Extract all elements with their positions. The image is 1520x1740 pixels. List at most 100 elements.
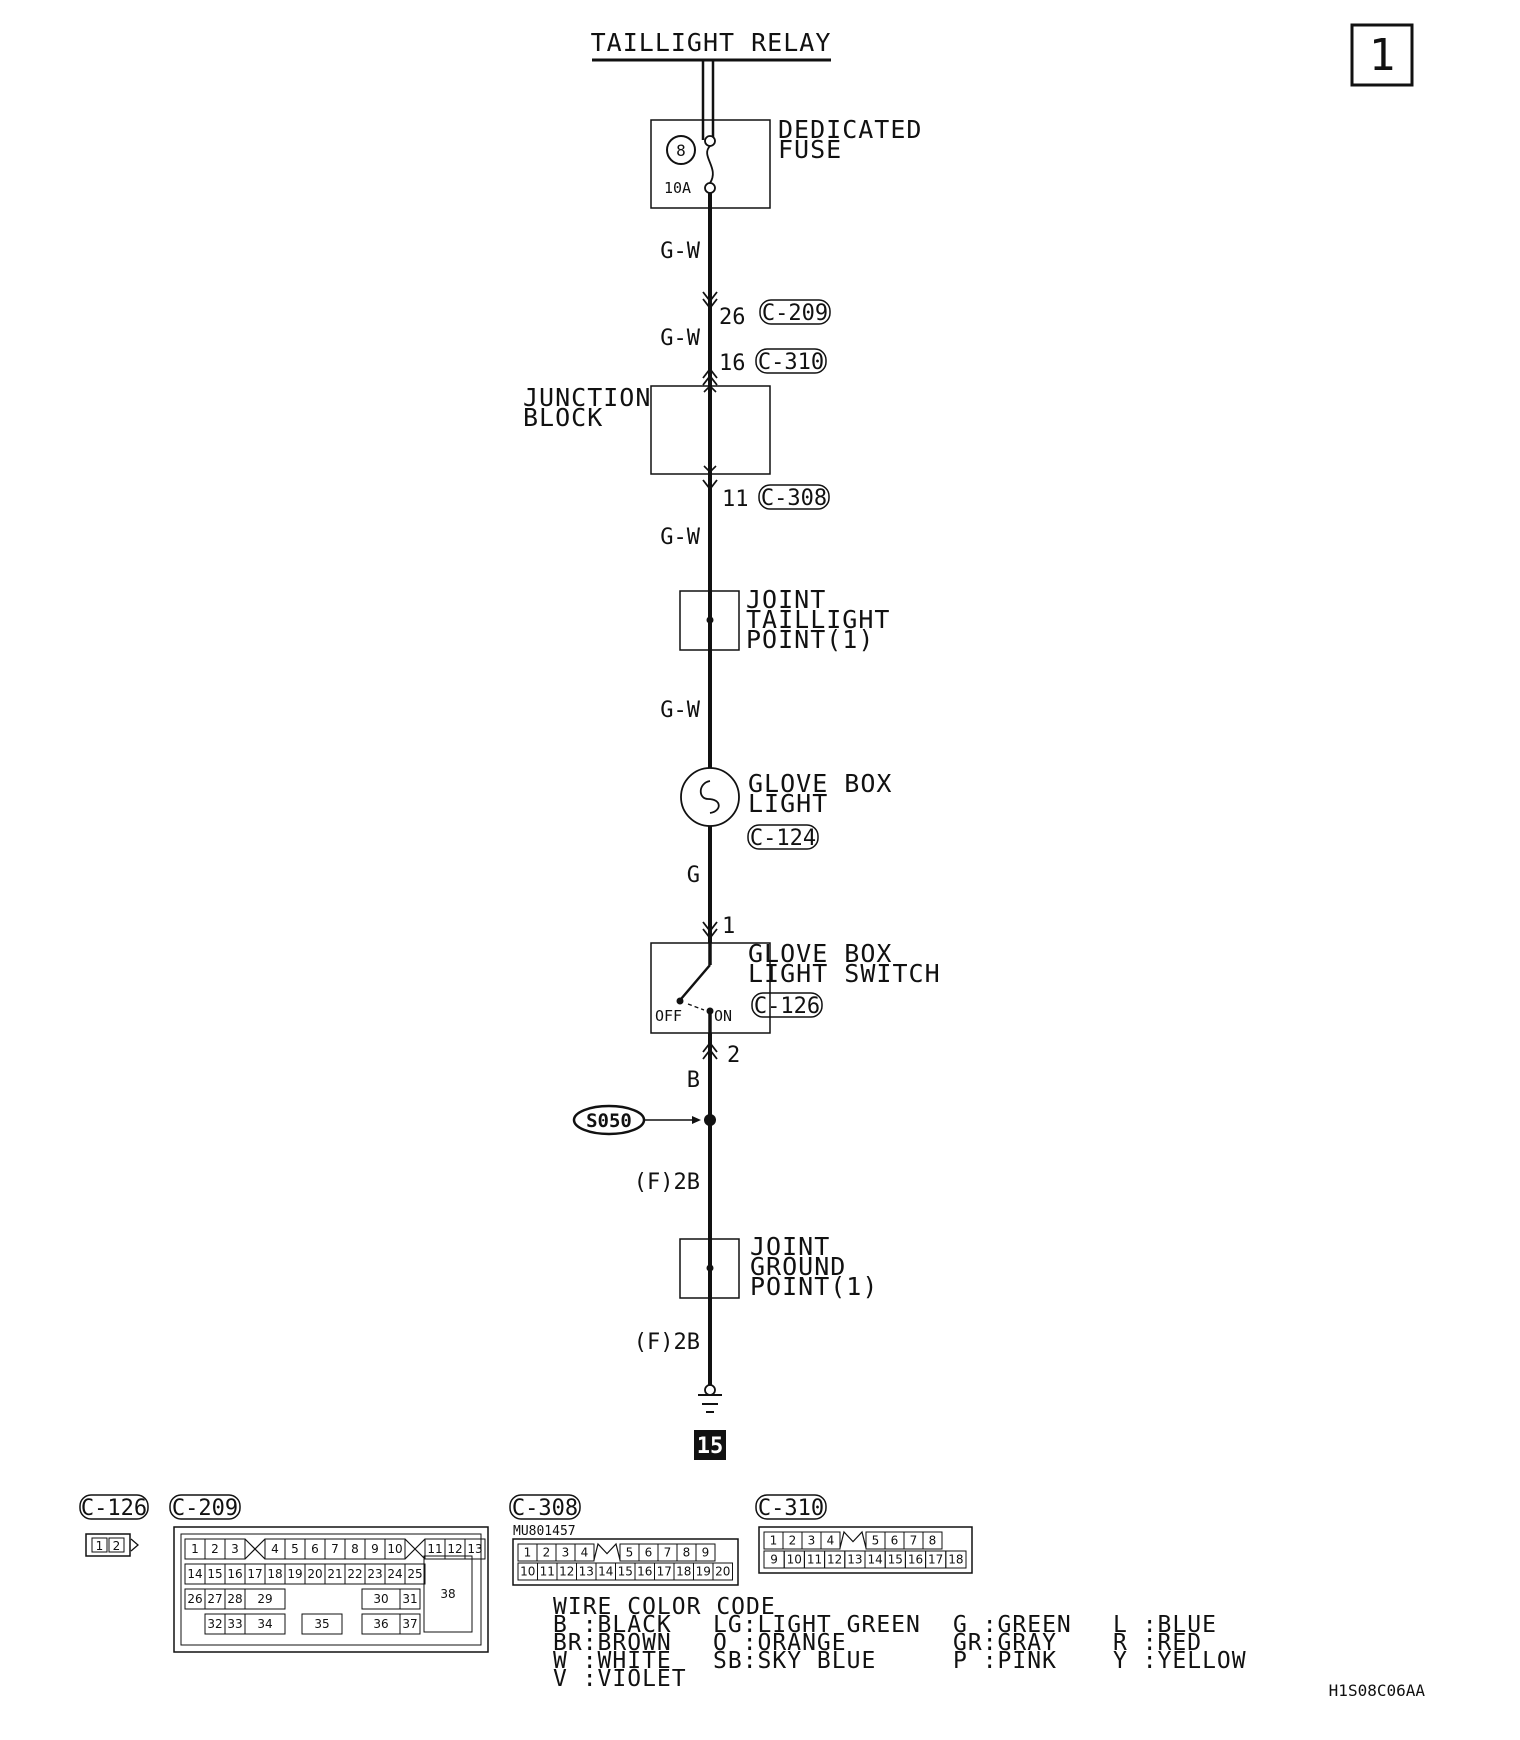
connector-cell-label: 3 bbox=[808, 1534, 816, 1548]
connector-key bbox=[593, 1542, 621, 1561]
color-code-entry: B :BLACK bbox=[553, 1612, 672, 1638]
connector-cell bbox=[945, 1550, 967, 1569]
connector-cell-label: 20 bbox=[307, 1567, 322, 1581]
connector-arrow-c209 bbox=[702, 291, 718, 310]
cv-c209-badge bbox=[169, 1494, 241, 1520]
connector-cell-label: 28 bbox=[227, 1592, 242, 1606]
connector-cell-label: 17 bbox=[247, 1567, 262, 1581]
cv-c310-body bbox=[758, 1526, 973, 1574]
switch-pin-bottom: 2 bbox=[727, 1043, 740, 1068]
fuse-rating: 10A bbox=[664, 179, 691, 197]
connector-cell bbox=[922, 1531, 943, 1550]
color-code-entry: L :BLUE bbox=[1113, 1612, 1217, 1638]
connector-cell-label: 5 bbox=[626, 1546, 634, 1560]
connector-blank-cross bbox=[244, 1538, 266, 1560]
connector-cell-label: 17 bbox=[928, 1553, 943, 1567]
cv-c310-name: C-310 bbox=[758, 1496, 824, 1521]
wire-label-2: G-W bbox=[660, 326, 700, 351]
connector-cell-label: 26 bbox=[187, 1592, 202, 1606]
connector-cell-label: 20 bbox=[715, 1565, 730, 1579]
ground-number-box bbox=[694, 1430, 726, 1460]
connector-cell-label: 18 bbox=[676, 1565, 691, 1579]
wire-color-code: WIRE COLOR CODE B :BLACK BR:BROWN W :WHI… bbox=[553, 1594, 1247, 1692]
switch-dashed bbox=[687, 1003, 705, 1011]
connector-cell bbox=[464, 1538, 486, 1560]
connector-cell-label: 33 bbox=[227, 1617, 242, 1631]
switch-arrow-top bbox=[702, 921, 718, 940]
color-code-entry: Y :YELLOW bbox=[1113, 1648, 1247, 1674]
connector-badge-c126 bbox=[751, 992, 823, 1018]
connector-cell-label: 18 bbox=[948, 1553, 963, 1567]
cv-c126-body bbox=[85, 1533, 131, 1557]
connector-cell-label: 34 bbox=[257, 1617, 272, 1631]
wire-label-4: G-W bbox=[660, 698, 700, 723]
connector-cell bbox=[820, 1531, 841, 1550]
joint-taillight-dot bbox=[706, 616, 714, 624]
connector-cell-label: 10 bbox=[387, 1542, 402, 1556]
fuse-label-2: FUSE bbox=[778, 135, 842, 164]
joint-taillight-label-3: POINT(1) bbox=[746, 625, 874, 654]
connector-cell bbox=[224, 1538, 246, 1560]
connector-cell-label: 2 bbox=[543, 1546, 551, 1560]
color-code-entry: G :GREEN bbox=[953, 1612, 1072, 1638]
connector-cell-label: 4 bbox=[271, 1542, 279, 1556]
color-code-entry: GR:GRAY bbox=[953, 1630, 1057, 1656]
connector-cell-label: 37 bbox=[402, 1617, 417, 1631]
connector-cell-label: 4 bbox=[827, 1534, 835, 1548]
fuse-number: 8 bbox=[676, 141, 686, 160]
connector-cell bbox=[244, 1613, 286, 1635]
cv-c126-cell bbox=[91, 1537, 108, 1553]
connector-cell-label: 9 bbox=[371, 1542, 379, 1556]
connector-cell-label: 24 bbox=[387, 1567, 402, 1581]
cv-c126-name: C-126 bbox=[81, 1496, 147, 1521]
pin-c209: 26 bbox=[719, 305, 746, 330]
connector-cell-label: 13 bbox=[847, 1553, 862, 1567]
switch-off-contact bbox=[676, 997, 684, 1005]
connector-cell-label: 18 bbox=[267, 1567, 282, 1581]
connector-cell-label: 36 bbox=[373, 1617, 388, 1631]
connector-cell-label: 25 bbox=[407, 1567, 422, 1581]
switch-arrow-bottom bbox=[702, 1041, 718, 1060]
splice-dot bbox=[704, 1114, 716, 1126]
connector-name-c126: C-126 bbox=[754, 994, 820, 1019]
connector-arrow-c308 bbox=[702, 479, 718, 491]
connector-cell-label: 9 bbox=[770, 1553, 778, 1567]
page-number-box bbox=[1350, 23, 1414, 87]
connector-cell-label: 10 bbox=[787, 1553, 802, 1567]
connector-cell-label: 15 bbox=[207, 1567, 222, 1581]
connector-badge-c310 bbox=[755, 348, 827, 374]
connector-cell-label: 16 bbox=[908, 1553, 923, 1567]
connector-cell bbox=[404, 1563, 426, 1585]
bulb-filament bbox=[699, 780, 720, 814]
connector-cell-label: 22 bbox=[347, 1567, 362, 1581]
connector-cell-label: 3 bbox=[562, 1546, 570, 1560]
glove-box-light-label-2: LIGHT bbox=[748, 789, 828, 818]
switch-label-1: GLOVE BOX bbox=[748, 939, 892, 968]
wire-label-7: (F)2B bbox=[634, 1170, 700, 1195]
connector-cell-label: 30 bbox=[373, 1592, 388, 1606]
connector-badge-c308 bbox=[758, 484, 830, 510]
connector-cell bbox=[423, 1555, 473, 1633]
connector-cell bbox=[712, 1562, 733, 1581]
connector-cell-label: 14 bbox=[187, 1567, 202, 1581]
connector-cell bbox=[574, 1543, 595, 1562]
connector-cell-label: 12 bbox=[559, 1565, 574, 1579]
connector-cell-label: 7 bbox=[331, 1542, 339, 1556]
cv-c126-cell-label: 2 bbox=[113, 1539, 121, 1553]
cv-c308-part: MU801457 bbox=[513, 1524, 576, 1539]
connector-arrow-c310 bbox=[702, 367, 718, 386]
pin-c308: 11 bbox=[722, 487, 749, 512]
pin-c310: 16 bbox=[719, 351, 746, 376]
connector-cell-label: 7 bbox=[910, 1534, 918, 1548]
connector-key bbox=[839, 1530, 867, 1549]
connector-cell-label: 2 bbox=[211, 1542, 219, 1556]
connector-cell bbox=[244, 1588, 286, 1610]
connector-cell-label: 11 bbox=[427, 1542, 442, 1556]
connector-cell bbox=[399, 1588, 421, 1610]
connector-cell-label: 12 bbox=[827, 1553, 842, 1567]
joint-ground-label-3: POINT(1) bbox=[750, 1272, 878, 1301]
connector-cell-label: 21 bbox=[327, 1567, 342, 1581]
